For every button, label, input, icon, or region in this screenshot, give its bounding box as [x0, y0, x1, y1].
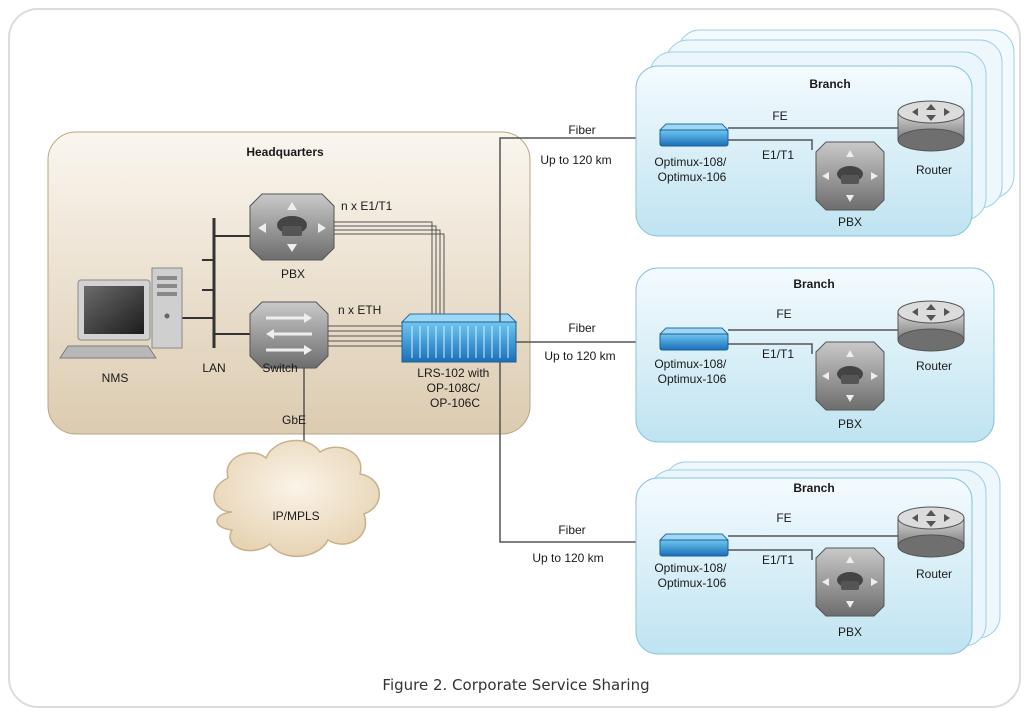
branch-2-distance: Up to 120 km [544, 349, 615, 363]
headquarters-title: Headquarters [246, 145, 324, 159]
branch-1-fiber: Fiber [568, 123, 595, 137]
lrs-102-device-icon [400, 313, 518, 363]
branch-2-title: Branch [793, 277, 834, 291]
branch-3-e1t1-label: E1/T1 [762, 553, 794, 567]
branch-2-pbx-label: PBX [838, 417, 862, 431]
branch-1-distance: Up to 120 km [540, 153, 611, 167]
branch-3-router-label: Router [916, 567, 952, 581]
branch-1-optimux-icon [658, 123, 730, 147]
branch-3-optimux-line-2: Optimux-106 [658, 576, 727, 590]
ip-mpls-cloud-icon [213, 439, 381, 558]
branch-1-optimux-line-1: Optimux-108/ [654, 155, 727, 169]
lrs-label-line-3: OP-106C [430, 396, 480, 410]
branch-3-optimux-line-1: Optimux-108/ [654, 561, 727, 575]
branch-3-optimux-label: Optimux-108/ Optimux-106 [654, 561, 729, 590]
branch-1-e1t1-link [728, 139, 813, 150]
switch-label: Switch [262, 361, 297, 375]
branch-3-distance: Up to 120 km [532, 551, 603, 565]
nms-computer-icon [59, 267, 183, 359]
branch-1-title: Branch [809, 77, 850, 91]
lrs-label-line-2: OP-108C/ [427, 381, 481, 395]
branch-2-fiber: Fiber [568, 321, 595, 335]
branch-3-router-icon [897, 506, 965, 558]
branch-3-pbx-label: PBX [838, 625, 862, 639]
eth-links [328, 325, 402, 347]
gbe-label: GbE [282, 413, 306, 427]
branch-1-router-icon [897, 100, 965, 152]
branch-3-title: Branch [793, 481, 834, 495]
branch-3-e1t1-link [728, 549, 813, 560]
branch-1-e1t1-label: E1/T1 [762, 148, 794, 162]
branch-2-zone [635, 267, 995, 443]
figure-caption: Figure 2. Corporate Service Sharing [382, 676, 649, 694]
branch-2-optimux-label: Optimux-108/ Optimux-106 [654, 357, 729, 386]
hq-pbx-label: PBX [281, 267, 305, 281]
ip-mpls-label: IP/MPLS [272, 509, 319, 523]
branch-3-fiber: Fiber [558, 523, 585, 537]
nms-label: NMS [102, 371, 129, 385]
branch-3-pbx-icon [815, 547, 885, 617]
hq-switch-icon [249, 301, 329, 369]
n-e1t1-label: n x E1/T1 [341, 199, 393, 213]
hq-pbx-icon [249, 193, 335, 261]
branch-1-optimux-label: Optimux-108/ Optimux-106 [654, 155, 729, 184]
branch-2-optimux-line-1: Optimux-108/ [654, 357, 727, 371]
branch-1-stack [635, 29, 1015, 237]
branch-1-fe-label: FE [772, 109, 787, 123]
branch-2-e1t1-label: E1/T1 [762, 347, 794, 361]
n-eth-label: n x ETH [338, 303, 381, 317]
branch-1-pbx-icon [815, 141, 885, 211]
lan-label: LAN [202, 361, 225, 375]
branch-2-router-icon [897, 300, 965, 352]
e1t1-links [334, 221, 445, 322]
branch-3-fe-label: FE [776, 511, 791, 525]
branch-2-e1t1-link [728, 343, 813, 354]
lrs-label-line-1: LRS-102 with [417, 366, 489, 380]
branch-2-fe-label: FE [776, 307, 791, 321]
branch-2-router-label: Router [916, 359, 952, 373]
branch-2-optimux-line-2: Optimux-106 [658, 372, 727, 386]
branch-1-pbx-label: PBX [838, 215, 862, 229]
lrs-label: LRS-102 with OP-108C/ OP-106C [417, 366, 492, 410]
branch-1-router-label: Router [916, 163, 952, 177]
branch-2-pbx-icon [815, 341, 885, 411]
branch-1-optimux-line-2: Optimux-106 [658, 170, 727, 184]
branch-2-optimux-icon [658, 327, 730, 351]
branch-3-optimux-icon [658, 533, 730, 557]
